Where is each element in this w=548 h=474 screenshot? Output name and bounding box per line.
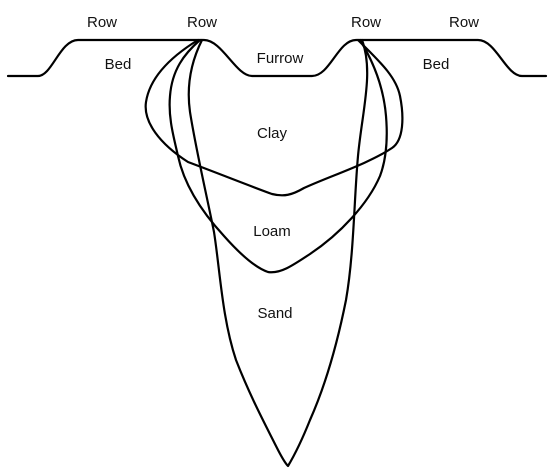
row-label-4: Row [449, 14, 479, 31]
row-label-2: Row [187, 14, 217, 31]
loam-label: Loam [253, 223, 291, 240]
bed-label-left: Bed [105, 56, 132, 73]
clay-label: Clay [257, 125, 288, 142]
sand-wetting-front [189, 40, 367, 466]
row-label-1: Row [87, 14, 117, 31]
bed-label-right: Bed [423, 56, 450, 73]
furrow-label: Furrow [257, 50, 304, 67]
sand-label: Sand [257, 305, 292, 322]
row-label-3: Row [351, 14, 381, 31]
